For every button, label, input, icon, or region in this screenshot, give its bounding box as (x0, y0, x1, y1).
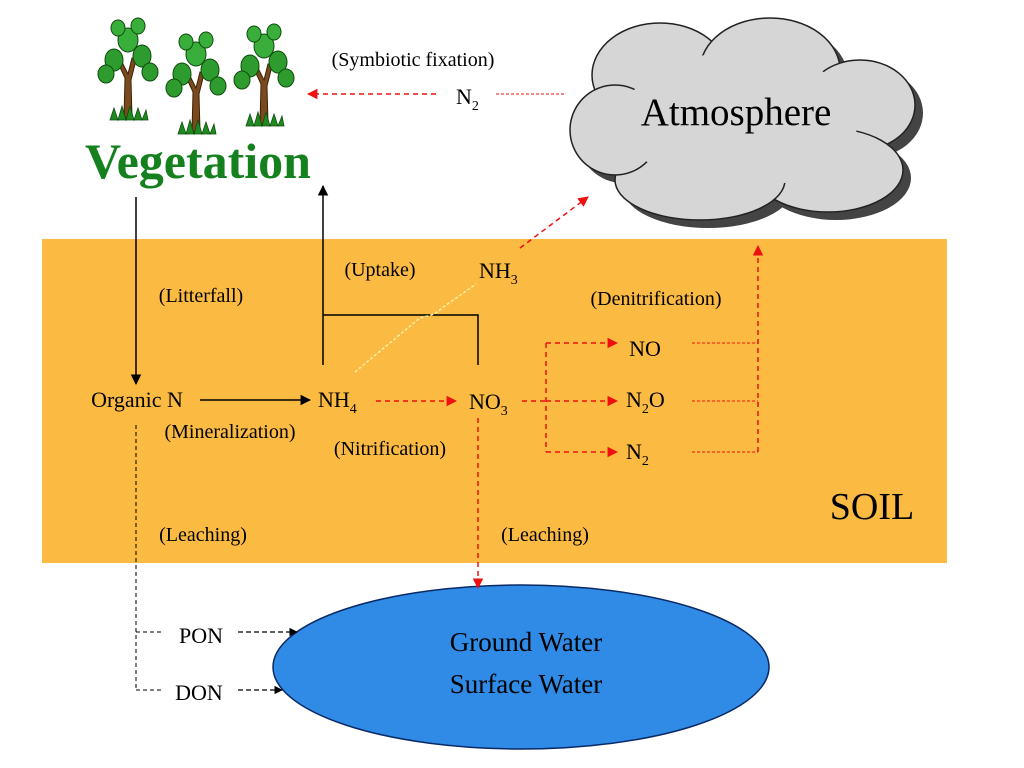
leaching-right-label: (Leaching) (501, 524, 589, 546)
species-nh4: NH4 (318, 387, 357, 417)
atmosphere-label: Atmosphere (641, 91, 832, 134)
nitrification-label: (Nitrification) (334, 438, 446, 460)
species-n2o-sub: 2 (642, 402, 649, 417)
species-no3-sub: 3 (501, 404, 508, 419)
atmosphere-cloud-shape (569, 17, 923, 228)
species-n2-atmosphere: N2 (456, 84, 479, 114)
symbiotic-fixation-label: (Symbiotic fixation) (332, 49, 495, 71)
soil-band (42, 239, 947, 563)
tree-icon (233, 23, 295, 127)
tree-icon (165, 31, 227, 135)
uptake-from-no3-line (323, 314, 479, 365)
vegetation-label: Vegetation (85, 133, 311, 189)
species-nh3-base: NH (479, 258, 511, 283)
species-n2-atmosphere-sub: 2 (472, 99, 479, 114)
species-n2-soil-sub: 2 (642, 454, 649, 469)
species-n2o: N2O (626, 387, 665, 417)
water-ellipse (272, 584, 770, 750)
species-no3: NO3 (469, 389, 508, 419)
species-nh4-sub: 4 (350, 402, 357, 417)
species-n2-soil: N2 (626, 439, 649, 469)
species-no: NO (629, 336, 661, 361)
tree-icon (97, 17, 159, 121)
species-organic-n: Organic N (91, 387, 183, 412)
species-n2-atmosphere-base: N (456, 84, 472, 109)
water-label-line1: Ground Water (450, 627, 603, 657)
nh3-volatilization-line (354, 283, 477, 373)
species-nh4-base: NH (318, 387, 350, 412)
mineralization-label: (Mineralization) (164, 421, 295, 443)
species-n2o-tail: O (649, 387, 665, 412)
species-n2o-base: N (626, 387, 642, 412)
species-no3-base: NO (469, 389, 501, 414)
litterfall-label: (Litterfall) (159, 285, 243, 307)
uptake-label: (Uptake) (344, 259, 415, 281)
species-don: DON (175, 680, 223, 705)
species-n2-soil-base: N (626, 439, 642, 464)
species-nh3: NH3 (479, 258, 518, 288)
denitrification-label: (Denitrification) (590, 288, 721, 310)
species-nh3-sub: 3 (511, 273, 518, 288)
water-label-line2: Surface Water (450, 669, 603, 699)
soil-label: SOIL (830, 486, 914, 528)
leaching-left-label: (Leaching) (159, 524, 247, 546)
species-pon: PON (179, 623, 223, 648)
